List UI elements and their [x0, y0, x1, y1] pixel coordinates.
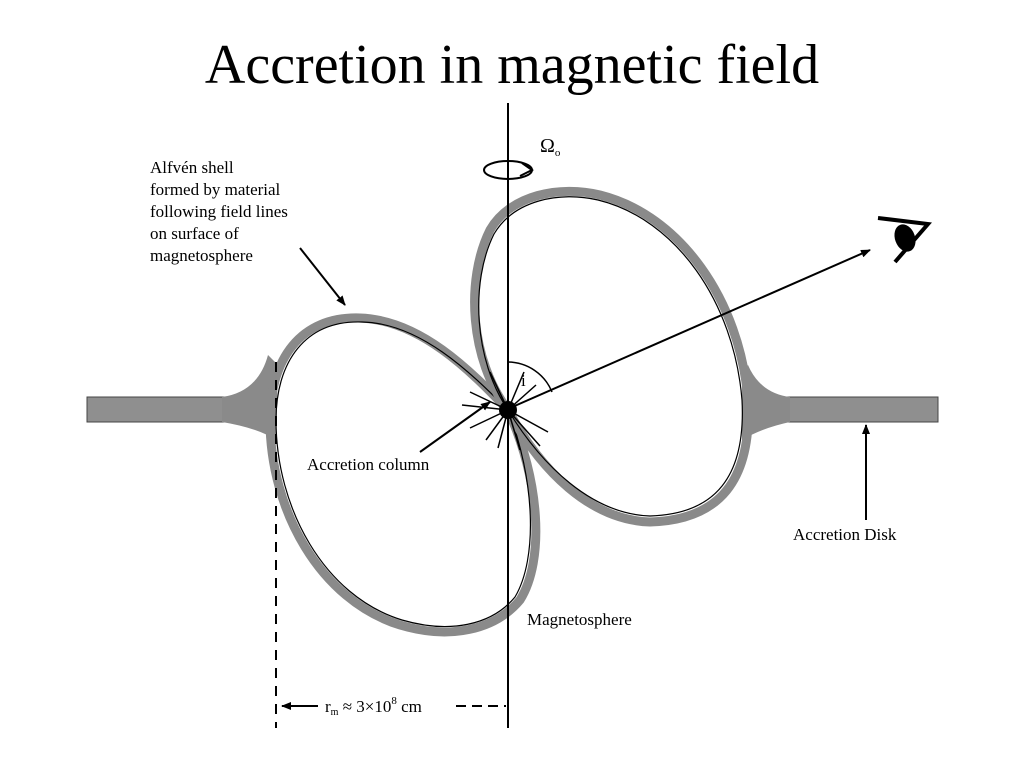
magnetosphere-label: Magnetosphere — [527, 610, 632, 629]
radius-label: rm ≈ 3×108 cm — [325, 695, 422, 718]
magnetosphere-right-lobe — [470, 186, 753, 527]
accretion-column-pointer-arrow — [419, 401, 491, 453]
rotation-arrow-icon — [483, 160, 534, 180]
accretion-disk-right — [774, 396, 939, 423]
disk-flare-left — [222, 355, 278, 440]
accretion-column-label: Accretion column — [307, 455, 430, 474]
page-title: Accretion in magnetic field — [204, 34, 820, 96]
magnetosphere-left-lobe — [265, 313, 541, 637]
line-of-sight-arrow — [509, 249, 871, 409]
eye-icon — [877, 216, 932, 264]
inclination-label: i — [521, 371, 526, 390]
accretion-disk-left — [86, 396, 248, 423]
disk-flare-right — [742, 365, 790, 440]
alfven-shell-label: Alfvén shell formed by material followin… — [150, 158, 292, 265]
neutron-star-icon — [461, 371, 549, 451]
accretion-disk-label: Accretion Disk — [793, 525, 897, 544]
omega-label: Ωo — [540, 135, 561, 159]
inclination-arc — [507, 361, 553, 393]
alfven-pointer-arrow — [299, 247, 346, 306]
